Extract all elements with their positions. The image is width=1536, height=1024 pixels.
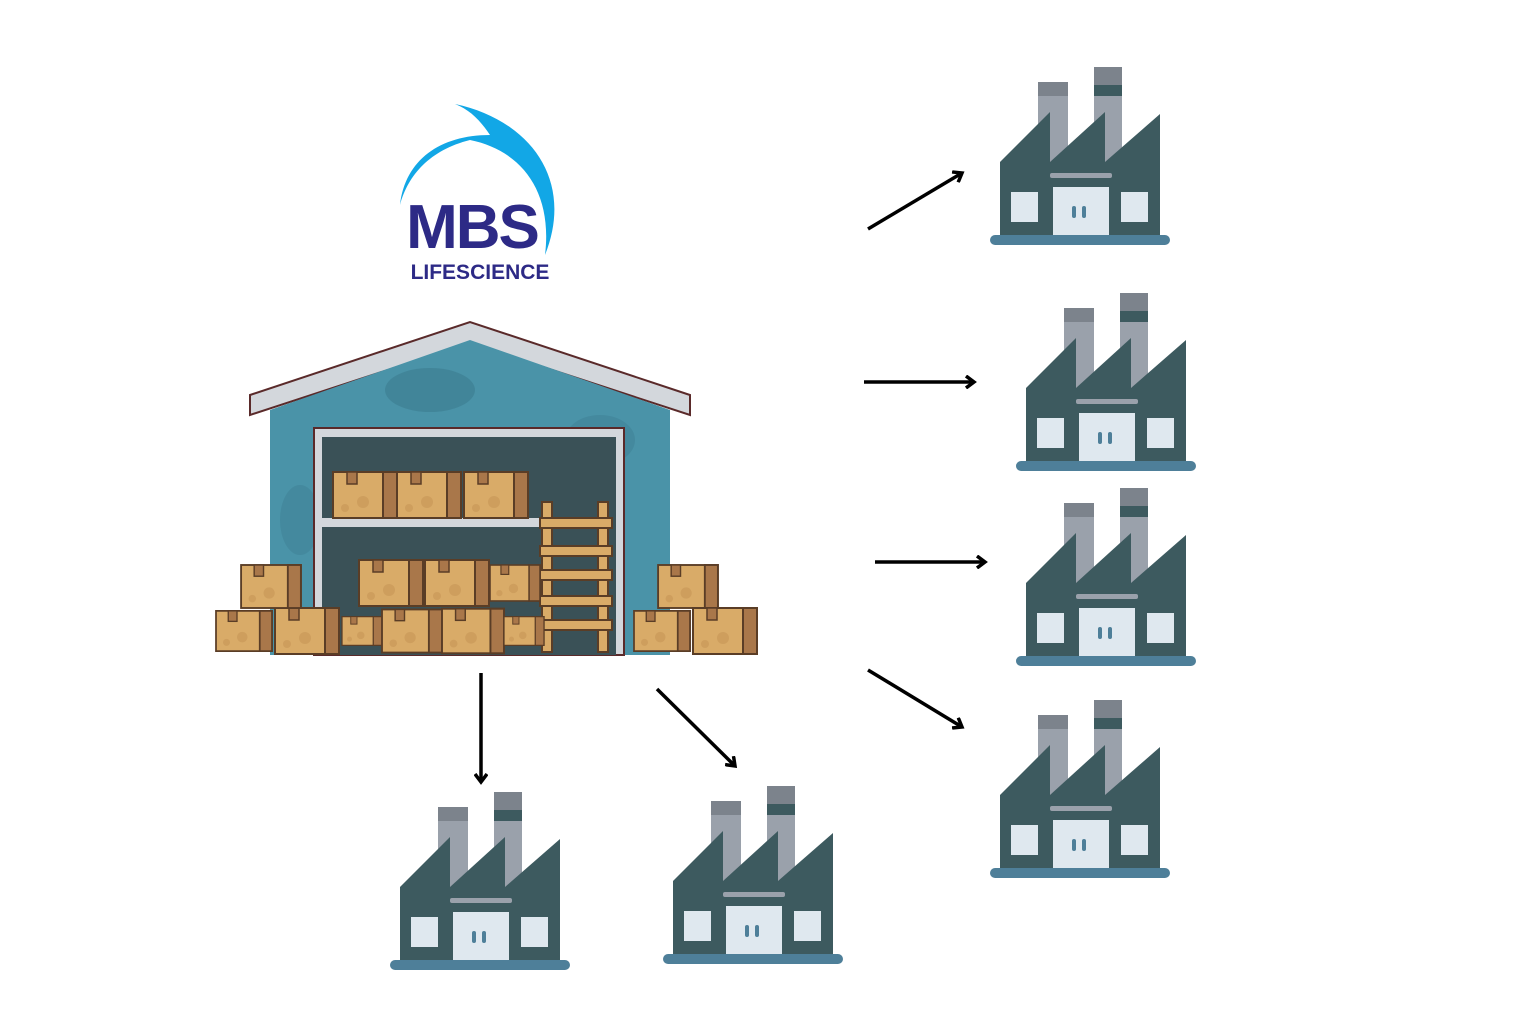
factory-bottom-1 (390, 792, 570, 970)
logo-tagline-text: LIFESCIENCE (411, 261, 550, 284)
factory-right-4 (990, 700, 1170, 878)
factory-right-3 (1016, 488, 1196, 666)
factory-right-2 (1016, 293, 1196, 471)
pallet-rack (539, 501, 613, 653)
mbs-logo: MBS LIFESCIENCE (400, 104, 555, 284)
arrow-to-factory-right-4 (867, 668, 962, 727)
logo-brand-text: MBS (406, 193, 538, 262)
arrow-to-factory-bottom-2 (655, 687, 735, 766)
arrow-to-factory-top-right-1 (867, 173, 962, 231)
warehouse-icon (215, 320, 759, 656)
logo-swoosh-icon (400, 104, 555, 255)
factory-bottom-2 (663, 786, 843, 964)
arrows (481, 173, 985, 782)
factory-top-right-1 (990, 67, 1170, 245)
